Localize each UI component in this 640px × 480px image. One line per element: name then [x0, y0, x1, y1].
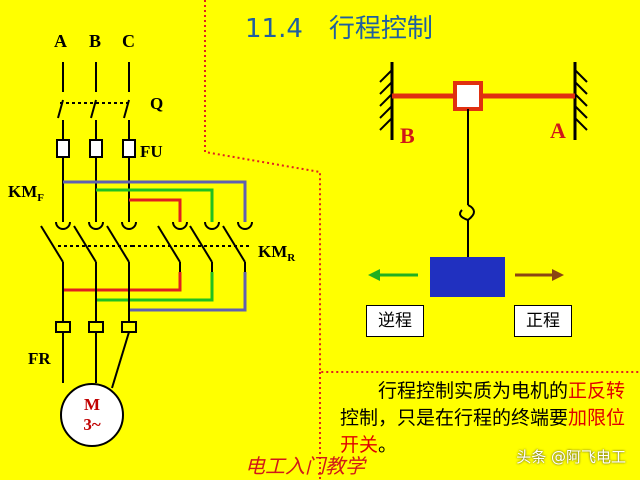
- slider-block: [453, 81, 483, 111]
- point-a-label: A: [550, 118, 566, 143]
- phase-lines: [57, 62, 131, 140]
- thermal-relay: [55, 321, 137, 389]
- kmr-contacts: [132, 221, 253, 272]
- explanation-part1: 行程控制实质为电机的: [340, 380, 569, 402]
- footer-caption: 电工入门教学: [245, 454, 365, 478]
- travel-mechanism: [368, 62, 588, 297]
- kmf-label-main: KM: [8, 182, 38, 201]
- reversing-wires: [63, 180, 247, 312]
- motor: M 3~: [60, 383, 124, 447]
- fuses: [56, 139, 136, 158]
- phase-label-b: B: [89, 31, 102, 51]
- kmf-contacts: [40, 221, 137, 322]
- kmr-label-main: KM: [258, 242, 288, 261]
- page-title: 11.4 行程控制: [245, 14, 433, 44]
- divider-line: [204, 0, 640, 373]
- explanation-highlight-2: 加限位开关: [340, 407, 626, 456]
- phase-label-c: C: [122, 31, 135, 51]
- watermark: 头条 @阿飞电工: [516, 448, 626, 466]
- explanation-text: 行程控制实质为电机的正反转控制，只是在行程的终端要加限位开关。: [340, 378, 640, 459]
- explanation-part3: 控制，只是在行程的终端要: [340, 407, 569, 429]
- fuse-label: FU: [140, 142, 163, 161]
- forward-label: 正程: [514, 305, 572, 337]
- motor-phase-label: 3~: [83, 415, 101, 434]
- kmf-label: KMF: [8, 183, 44, 204]
- phase-label-a: A: [54, 31, 67, 51]
- kmr-label: KMR: [258, 243, 295, 264]
- kmf-label-sub: F: [37, 192, 45, 204]
- hook: [459, 204, 475, 222]
- explanation-highlight-1: 正反转: [568, 380, 626, 402]
- reverse-label: 逆程: [366, 305, 424, 337]
- thermal-relay-label: FR: [28, 349, 51, 368]
- explanation-part5: 。: [378, 434, 398, 456]
- motor-label: M: [83, 395, 101, 414]
- cart: [430, 257, 505, 297]
- breaker-label: Q: [150, 94, 164, 113]
- point-b-label: B: [400, 123, 415, 148]
- kmr-label-sub: R: [287, 252, 296, 264]
